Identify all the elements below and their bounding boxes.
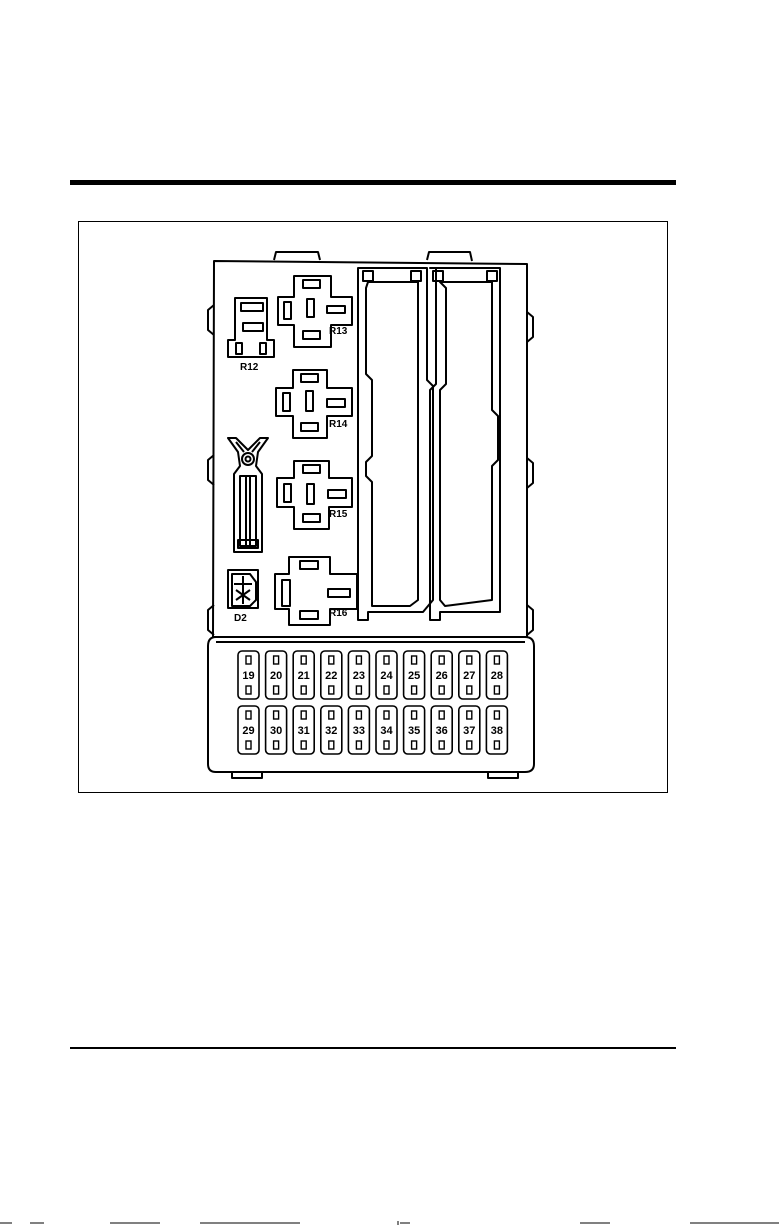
top-tab-right [427,252,472,261]
diode-d2 [228,570,258,608]
relay-r14-label: R14 [329,419,348,430]
top-tab-left [274,252,320,260]
fuse-number: 38 [491,725,503,737]
fuse-number: 26 [436,670,448,682]
fuse-rows: 19 20 21 22 23 24 25 26 27 28 29 30 31 32 33 34 35 36 37 38 [238,651,507,754]
fuse-terminal [246,686,251,694]
fuse-number: 30 [270,725,282,737]
fuse-cavity-34: 34 [376,706,397,754]
fuse-cavity-30: 30 [266,706,287,754]
fuse-terminal [246,741,251,749]
fuse-terminal [246,656,251,664]
fuse-terminal [384,656,389,664]
fuse-number: 37 [463,725,475,737]
fuse-number: 19 [242,670,254,682]
relay-r15-label: R15 [329,509,348,520]
scan-edge-marks [0,1219,779,1225]
fuse-cavity-24: 24 [376,651,397,699]
connector-slot-left [358,268,433,620]
fuse-terminal [274,741,279,749]
fuse-terminal [467,656,472,664]
fuse-terminal [301,656,306,664]
fuse-terminal [412,686,417,694]
fuse-cavity-27: 27 [459,651,480,699]
fuse-terminal [329,741,334,749]
fuse-terminal [356,741,361,749]
fuse-cavity-32: 32 [321,706,342,754]
fuse-terminal [439,686,444,694]
fuse-number: 21 [298,670,310,682]
fuse-terminal [356,686,361,694]
fuse-terminal [274,711,279,719]
fuse-number: 29 [242,725,254,737]
fuse-cavity-22: 22 [321,651,342,699]
fuse-number: 35 [408,725,420,737]
fuse-terminal [301,741,306,749]
fuse-cavity-21: 21 [293,651,314,699]
fuse-terminal [467,741,472,749]
fuse-cavity-37: 37 [459,706,480,754]
relay-r12-socket [228,298,274,357]
fuse-terminal [301,711,306,719]
fuse-number: 25 [408,670,420,682]
diode-d2-label: D2 [234,613,247,624]
fuse-number: 27 [463,670,475,682]
connector-slot-right [430,268,500,620]
fuse-cavity-38: 38 [486,706,507,754]
fuse-terminal [384,741,389,749]
fuse-terminal [329,686,334,694]
fuse-terminal [494,741,499,749]
fuse-number: 34 [380,725,393,737]
fuse-number: 31 [298,725,310,737]
fuse-terminal [467,686,472,694]
fuse-number: 22 [325,670,337,682]
fuse-cavity-35: 35 [404,706,425,754]
lower-fuse-housing [208,637,534,772]
fuse-terminal [412,741,417,749]
fuse-cavity-28: 28 [486,651,507,699]
fuse-cavity-20: 20 [266,651,287,699]
fuse-terminal [384,711,389,719]
relay-r16-label: R16 [329,608,348,619]
fuse-terminal [274,656,279,664]
fuse-number: 36 [436,725,448,737]
fuse-cavity-26: 26 [431,651,452,699]
fuse-number: 33 [353,725,365,737]
fuse-terminal [494,711,499,719]
fuse-cavity-23: 23 [348,651,369,699]
fuse-terminal [494,686,499,694]
fuse-number: 28 [491,670,503,682]
fuse-cavity-31: 31 [293,706,314,754]
fuse-terminal [329,656,334,664]
fusible-link [228,438,268,552]
fuse-cavity-33: 33 [348,706,369,754]
fuse-terminal [494,656,499,664]
fuse-terminal [412,656,417,664]
fuse-terminal [467,711,472,719]
relay-r12-label: R12 [240,362,259,373]
fuse-terminal [384,686,389,694]
fuse-terminal [356,711,361,719]
fuse-cavity-29: 29 [238,706,259,754]
fuse-cavity-25: 25 [404,651,425,699]
fuse-terminal [439,656,444,664]
fuse-terminal [301,686,306,694]
fuse-number: 24 [380,670,393,682]
fuse-terminal [274,686,279,694]
fuse-terminal [439,741,444,749]
fuse-cavity-36: 36 [431,706,452,754]
fuse-terminal [439,711,444,719]
fuse-cavity-19: 19 [238,651,259,699]
relay-r13-label: R13 [329,326,348,337]
fuse-terminal [356,656,361,664]
fuse-number: 23 [353,670,365,682]
bottom-rule [70,1047,676,1049]
fuse-number: 20 [270,670,282,682]
fuse-terminal [412,711,417,719]
fuse-terminal [246,711,251,719]
fuse-number: 32 [325,725,337,737]
fuse-terminal [329,711,334,719]
